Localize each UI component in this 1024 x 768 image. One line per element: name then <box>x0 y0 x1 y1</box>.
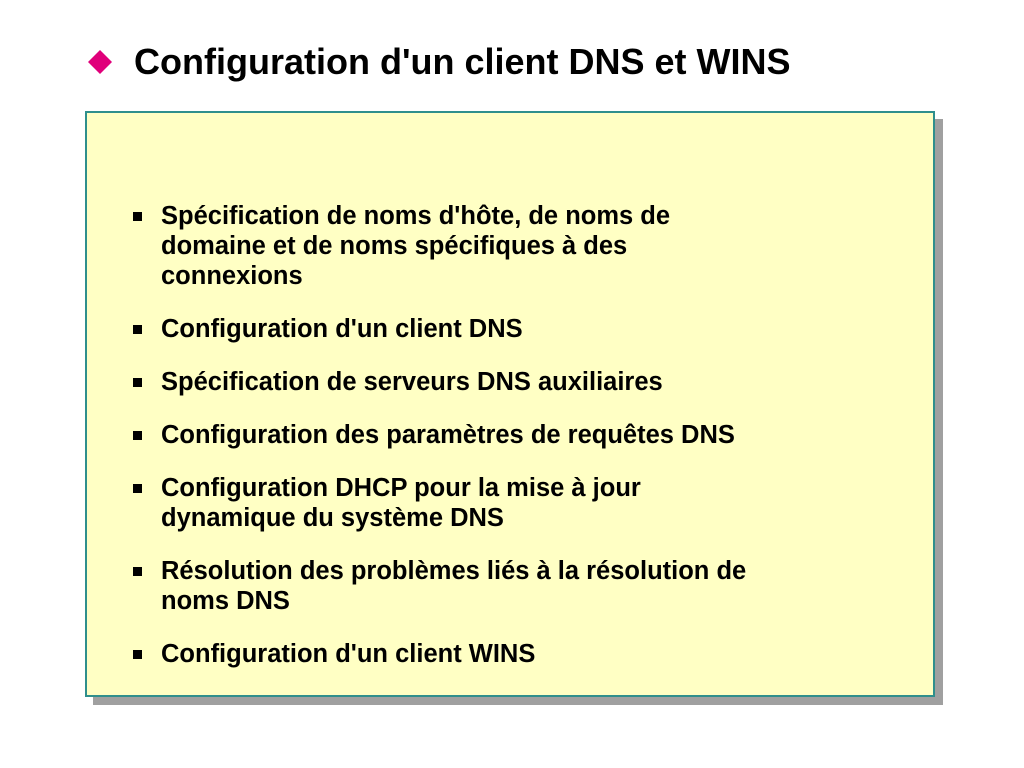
bullet-line: connexions <box>161 262 303 290</box>
bullet-list: Spécification de noms d'hôte, de noms de… <box>133 201 893 692</box>
bullet-line: domaine et de noms spécifiques à des <box>161 232 628 260</box>
bullet-item: Configuration DHCP pour la mise à jour d… <box>133 473 893 533</box>
bullet-line: Configuration d'un client DNS <box>161 315 523 343</box>
square-bullet-icon <box>133 567 142 576</box>
bullet-line: Spécification de noms d'hôte, de noms de <box>161 202 671 230</box>
bullet-item: Configuration d'un client DNS <box>133 314 893 344</box>
square-bullet-icon <box>133 431 142 440</box>
content-box: Spécification de noms d'hôte, de noms de… <box>85 111 935 697</box>
title-row: Configuration d'un client DNS et WINS <box>88 38 791 86</box>
slide-title: Configuration d'un client DNS et WINS <box>134 41 791 82</box>
bullet-line: Résolution des problèmes liés à la résol… <box>161 557 747 585</box>
bullet-line: noms DNS <box>161 587 290 615</box>
bullet-line: Spécification de serveurs DNS auxiliaire… <box>161 368 663 396</box>
bullet-item: Spécification de noms d'hôte, de noms de… <box>133 201 893 291</box>
square-bullet-icon <box>133 484 142 493</box>
diamond-icon <box>88 50 112 74</box>
square-bullet-icon <box>133 212 142 221</box>
bullet-line: Configuration des paramètres de requêtes… <box>161 421 735 449</box>
square-bullet-icon <box>133 378 142 387</box>
square-bullet-icon <box>133 650 142 659</box>
bullet-item: Spécification de serveurs DNS auxiliaire… <box>133 367 893 397</box>
bullet-line: Configuration d'un client WINS <box>161 640 536 668</box>
bullet-line: dynamique du système DNS <box>161 504 504 532</box>
square-bullet-icon <box>133 325 142 334</box>
bullet-item: Résolution des problèmes liés à la résol… <box>133 556 893 616</box>
bullet-item: Configuration d'un client WINS <box>133 639 893 669</box>
bullet-line: Configuration DHCP pour la mise à jour <box>161 474 641 502</box>
bullet-item: Configuration des paramètres de requêtes… <box>133 420 893 450</box>
